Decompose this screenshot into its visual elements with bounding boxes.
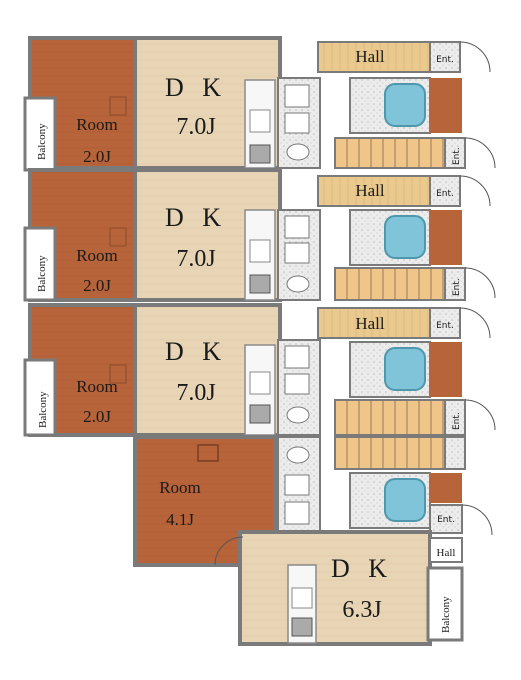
storage-icon xyxy=(197,444,219,462)
bathtub-icon xyxy=(384,478,426,522)
entrance-label: Ent. xyxy=(437,515,455,525)
stair-landing xyxy=(430,210,462,265)
toilet-icon xyxy=(286,143,310,161)
dk-floor xyxy=(238,530,432,646)
storage-icon xyxy=(109,96,127,116)
toilet-icon xyxy=(286,275,310,293)
balcony-label: Balcony xyxy=(36,255,48,292)
dk-size: 7.0J xyxy=(176,246,215,272)
washer-icon xyxy=(284,84,310,108)
balcony xyxy=(23,358,57,437)
staircase xyxy=(334,399,446,436)
entrance-label: Ent. xyxy=(436,321,454,331)
washbasin-icon xyxy=(284,474,310,496)
entrance-label: Ent. xyxy=(452,147,462,165)
balcony xyxy=(23,226,57,302)
storage-icon xyxy=(109,364,127,384)
bathtub-icon xyxy=(384,347,426,391)
storage-icon xyxy=(109,227,127,247)
entrance-top xyxy=(429,41,461,73)
stair-landing xyxy=(430,342,462,397)
staircase xyxy=(334,436,446,470)
dk-size: 7.0J xyxy=(176,380,215,406)
hall-floor xyxy=(317,175,431,207)
room-size: 4.1J xyxy=(166,510,194,529)
door-swing xyxy=(464,267,496,299)
balcony-label: Balcony xyxy=(36,123,48,160)
hall-small xyxy=(429,537,463,563)
stove-icon xyxy=(291,617,313,637)
staircase xyxy=(334,267,446,301)
room-label: Room xyxy=(159,478,201,497)
toilet-icon xyxy=(286,406,310,424)
stove-icon xyxy=(249,144,271,164)
unit-2 xyxy=(23,168,496,302)
balcony-label: Balcony xyxy=(440,596,452,633)
toilet-icon xyxy=(286,446,310,464)
washbasin-icon xyxy=(284,242,310,264)
door-swing xyxy=(464,137,496,169)
stair-landing xyxy=(430,473,462,503)
door-swing xyxy=(459,175,491,207)
balcony xyxy=(426,566,464,642)
room-size: 2.0J xyxy=(83,147,111,166)
stove-icon xyxy=(249,274,271,294)
stove-icon xyxy=(249,404,271,424)
door-swing xyxy=(214,536,244,566)
entrance-label: Ent. xyxy=(452,412,462,430)
washbasin-icon xyxy=(284,373,310,395)
room-label: Room xyxy=(76,246,118,265)
hall-label: Hall xyxy=(355,47,385,66)
hall-floor xyxy=(317,41,431,73)
staircase xyxy=(334,137,446,169)
stair-landing xyxy=(430,78,462,133)
hall-label: Hall xyxy=(437,547,456,559)
washer-icon xyxy=(284,345,310,369)
sink-icon xyxy=(249,109,271,133)
entrance-top xyxy=(444,436,466,470)
dk-label: D K xyxy=(331,554,393,583)
entrance-label: Ent. xyxy=(436,189,454,199)
hall-label: Hall xyxy=(355,314,385,333)
entrance-top xyxy=(429,175,461,207)
sink-icon xyxy=(291,587,313,609)
unit-1 xyxy=(23,36,496,172)
door-swing xyxy=(459,41,491,73)
washer-icon xyxy=(284,501,310,525)
hall-label: Hall xyxy=(355,181,385,200)
entrance-bottom xyxy=(444,399,466,436)
entrance-label: Ent. xyxy=(452,278,462,296)
sink-icon xyxy=(249,239,271,263)
entrance-bottom xyxy=(444,267,466,301)
dk-label: D K xyxy=(165,203,227,232)
room-label: Room xyxy=(76,377,118,396)
washer-icon xyxy=(284,215,310,239)
entrance-bottom xyxy=(444,137,466,169)
room-size: 2.0J xyxy=(83,407,111,426)
washbasin-icon xyxy=(284,112,310,134)
dk-size: 6.3J xyxy=(342,597,381,623)
entrance-top xyxy=(429,307,461,339)
dk-size: 7.0J xyxy=(176,114,215,140)
dk-label: D K xyxy=(165,73,227,102)
dk-label: D K xyxy=(165,337,227,366)
sink-icon xyxy=(249,371,271,395)
bathtub-icon xyxy=(384,83,426,127)
unit-3 xyxy=(23,303,496,437)
bathtub-icon xyxy=(384,215,426,259)
entrance-label: Ent. xyxy=(436,55,454,65)
entrance-bottom xyxy=(429,504,463,534)
balcony-label: Balcony xyxy=(37,391,49,428)
room-label: Room xyxy=(76,115,118,134)
door-swing xyxy=(459,307,491,339)
unit-bottom xyxy=(133,435,493,646)
door-swing xyxy=(464,399,496,431)
door-swing xyxy=(461,504,493,536)
room-size: 2.0J xyxy=(83,276,111,295)
